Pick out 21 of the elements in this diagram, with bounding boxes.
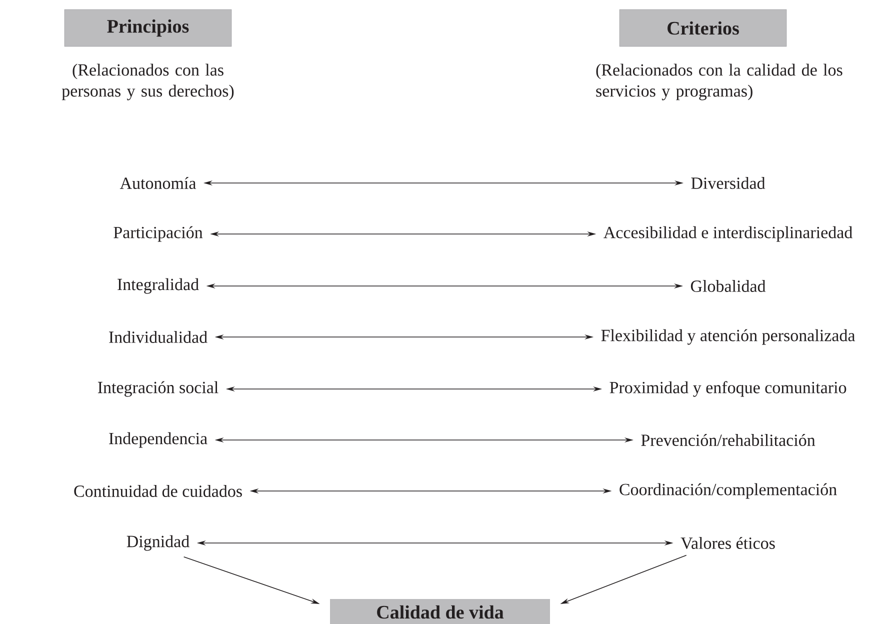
principle-label: Continuidad de cuidados	[74, 485, 242, 497]
principle-label: Independencia	[109, 432, 208, 448]
principle-label: Individualidad	[109, 331, 208, 343]
criterion-label: Prevención/rehabilitación	[641, 434, 816, 446]
principle-label: Integralidad	[118, 278, 199, 294]
result-box: Calidad de vida	[330, 599, 550, 624]
principle-label: Integración social	[98, 381, 218, 397]
criterion-label: Globalidad	[690, 280, 766, 292]
criterion-label: Valores éticos	[680, 536, 775, 550]
header-box: Criterios	[619, 9, 787, 47]
principle-label: Dignidad	[126, 535, 190, 551]
criterion-label: Accesibilidad e interdisciplinariedad	[604, 226, 852, 242]
criterion-label: Coordinación/complementación	[620, 483, 837, 499]
header-box: Principios	[64, 9, 232, 47]
principle-label: Autonomía	[120, 177, 196, 189]
subtitle: (Relacionados con la calidad de los servicios y programas)	[596, 64, 842, 100]
principle-label: Participación	[114, 226, 203, 242]
criterion-label: Diversidad	[691, 177, 766, 189]
criterion-label: Flexibilidad y atención personalizada	[601, 329, 856, 345]
subtitle: (Relacionados con las personas y sus derechos)	[62, 64, 234, 100]
criterion-label: Proximidad y enfoque comunitario	[610, 381, 846, 397]
